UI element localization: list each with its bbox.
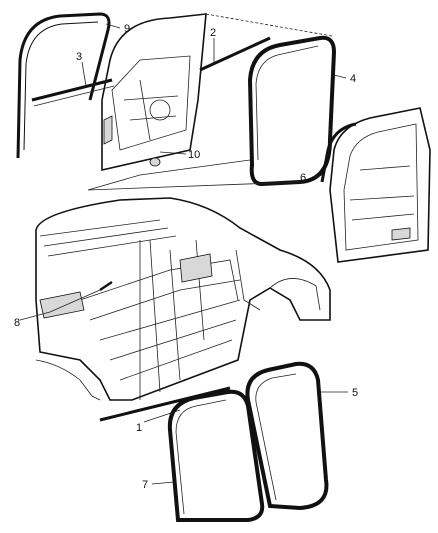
front-door-belt-weatherstrip xyxy=(31,78,115,107)
sliding-door-assembly xyxy=(329,107,431,263)
leader-lines xyxy=(19,23,348,485)
door-grommet xyxy=(149,157,161,167)
sill-weatherstrip xyxy=(99,386,231,422)
callout-4: 4 xyxy=(350,73,356,85)
callout-2: 2 xyxy=(210,27,216,39)
callout-9: 9 xyxy=(124,23,130,35)
reference-outline-lines xyxy=(87,13,333,191)
callout-3: 3 xyxy=(76,51,82,63)
rear-door-opening-weatherstrip xyxy=(167,389,265,522)
front-door-opening-weatherstrip xyxy=(247,35,337,187)
callout-5: 5 xyxy=(352,387,358,399)
callout-8: 8 xyxy=(14,317,20,329)
front-door-assembly xyxy=(101,13,207,172)
callout-1: 1 xyxy=(136,422,142,434)
vehicle-body-shell xyxy=(35,197,331,401)
front-door-weatherstrip xyxy=(245,361,329,511)
b-pillar-weatherstrip xyxy=(99,281,113,291)
front-door-outer-belt-weatherstrip xyxy=(199,36,271,72)
front-door-glass-run-weatherstrip xyxy=(16,12,111,159)
callout-10: 10 xyxy=(188,149,200,161)
callout-6: 6 xyxy=(300,172,306,184)
callout-7: 7 xyxy=(142,479,148,491)
